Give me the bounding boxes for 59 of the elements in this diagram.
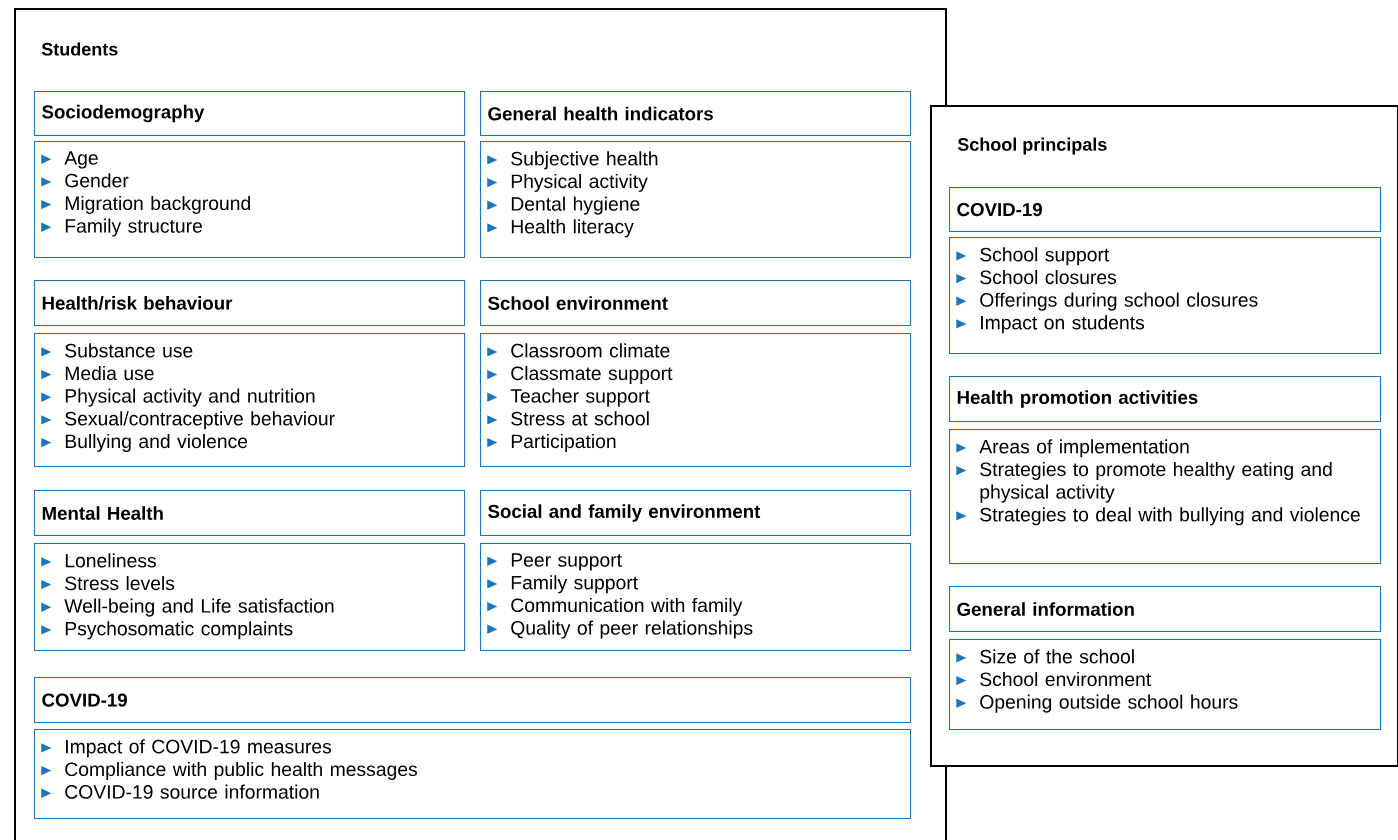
list-item: Dental hygiene <box>487 196 640 215</box>
heading-box: Mental Health <box>34 490 466 537</box>
list-item: Peer support <box>487 553 622 571</box>
list-box <box>949 639 1382 731</box>
heading-box: COVID-19 <box>34 677 912 724</box>
list-item: Strategies to deal with bullying and violence <box>956 507 1360 526</box>
list-item: School closures <box>956 269 1117 285</box>
list-box <box>949 237 1382 355</box>
list-item: Family structure <box>41 218 202 237</box>
list-item: School environment <box>956 671 1152 687</box>
list-item: Impact of COVID-19 measures <box>41 739 332 758</box>
list-item: Gender <box>41 173 129 188</box>
list-item: Substance use <box>41 343 193 358</box>
list-box <box>949 429 1382 565</box>
list-box <box>480 141 912 259</box>
heading-box: Social and family environment <box>480 490 912 537</box>
list-item: Well-being and Life satisfaction <box>41 598 334 617</box>
list-item: Physical activity <box>487 173 648 192</box>
heading-box: General information <box>949 586 1382 633</box>
list-item: COVID-19 source information <box>41 784 319 799</box>
list-item: Loneliness <box>41 553 156 568</box>
list-item: Classroom climate <box>487 343 670 358</box>
list-item: Teacher support <box>487 388 650 407</box>
list-item: Classmate support <box>487 365 673 384</box>
list-item: Size of the school <box>956 649 1134 664</box>
list-item: Media use <box>41 365 154 381</box>
list-box <box>480 333 912 468</box>
list-item: Compliance with public health messages <box>41 761 418 780</box>
list-item: Health literacy <box>487 219 634 238</box>
list-item: Physical activity and nutrition <box>41 388 315 407</box>
list-box <box>34 141 466 259</box>
list-box <box>34 543 466 652</box>
heading-box: COVID-19 <box>949 187 1382 233</box>
list-item: Psychosomatic complaints <box>41 621 293 640</box>
heading-box: General health indicators <box>480 91 912 137</box>
list-item: Impact on students <box>956 315 1145 334</box>
list-item: Bullying and violence <box>41 433 248 452</box>
list-item: Strategies to promote healthy eating and physical activity <box>956 461 1332 503</box>
list-item: Sexual/contraceptive behaviour <box>41 411 335 430</box>
list-item: Family support <box>487 575 638 594</box>
list-item: Stress at school <box>487 411 649 426</box>
list-item: Areas of implementation <box>956 439 1189 458</box>
list-box <box>34 333 466 468</box>
list-item: School support <box>956 247 1110 266</box>
list-item: Quality of peer relationships <box>487 620 753 639</box>
heading-box: Sociodemography <box>34 91 466 137</box>
list-item: Offerings during school closures <box>956 292 1258 311</box>
heading-box: School environment <box>480 280 912 327</box>
list-item: Participation <box>487 433 616 452</box>
list-item: Subjective health <box>487 151 658 170</box>
list-box <box>480 543 912 652</box>
heading-box: Health promotion activities <box>949 376 1382 423</box>
list-item: Migration background <box>41 195 250 214</box>
list-item: Opening outside school hours <box>956 694 1238 713</box>
list-item: Communication with family <box>487 597 743 616</box>
heading-box: Health/risk behaviour <box>34 280 466 327</box>
list-box <box>34 729 912 820</box>
list-item: Age <box>41 151 98 169</box>
list-item: Stress levels <box>41 575 175 591</box>
